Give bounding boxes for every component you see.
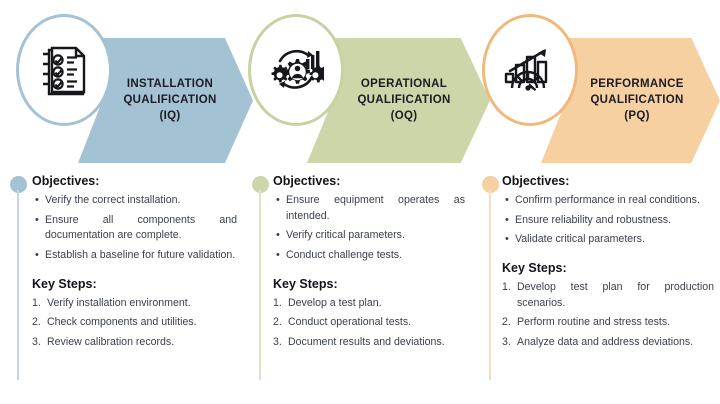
key-steps-section-pq: Key Steps: Develop test plan for product…: [502, 261, 714, 351]
stage-oq[interactable]: OPERATIONAL QUALIFICATION (OQ): [230, 0, 490, 170]
objectives-heading-pq: Objectives:: [502, 174, 570, 188]
objectives-section-iq: Objectives: Verify the correct installat…: [32, 174, 237, 264]
list-item: Develop a test plan.: [273, 296, 382, 311]
stage-iq[interactable]: INSTALLATION QUALIFICATION (IQ): [0, 0, 253, 170]
list-item: Analyze data and address deviations.: [502, 335, 694, 350]
bar-chart-gauge-growth-icon: [502, 44, 558, 96]
objectives-section-pq: Objectives: Confirm performance in real …: [502, 174, 714, 248]
list-item: Confirm performance in real conditions.: [502, 192, 714, 209]
list-item: Document results and deviations.: [273, 335, 445, 350]
pin-line-oq: [259, 190, 261, 380]
key-steps-heading-oq: Key Steps:: [273, 276, 338, 291]
list-item: Verify installation environment.: [32, 296, 191, 311]
qualification-details-band: Objectives: Verify the correct installat…: [0, 170, 720, 404]
pin-marker-pq: [482, 176, 499, 193]
stage-oq-icon-bubble: [248, 14, 344, 126]
list-item: Conduct operational tests.: [273, 315, 412, 330]
objectives-heading-iq: Objectives:: [32, 174, 100, 188]
details-column-pq: Objectives: Confirm performance in real …: [470, 170, 720, 404]
objectives-list-oq: Ensure equipment operates as intended. V…: [273, 192, 465, 264]
objectives-section-oq: Objectives: Ensure equipment operates as…: [273, 174, 465, 264]
pin-line-pq: [489, 190, 491, 380]
objectives-list-iq: Verify the correct installation. Ensure …: [32, 192, 237, 264]
key-steps-list-pq: Develop test plan for production scenari…: [502, 280, 714, 351]
key-steps-list-oq: Develop a test plan. Conduct operational…: [273, 296, 465, 351]
list-item: Establish a baseline for future validati…: [32, 247, 237, 264]
key-steps-heading-iq: Key Steps:: [32, 276, 97, 291]
qualification-stages-band: INSTALLATION QUALIFICATION (IQ): [0, 0, 720, 170]
stage-pq-icon-bubble: [482, 14, 578, 126]
stage-pq[interactable]: PERFORMANCE QUALIFICATION (PQ): [462, 0, 720, 170]
list-item: Ensure all components and documentation …: [32, 212, 237, 244]
key-steps-section-oq: Key Steps: Develop a test plan. Conduct …: [273, 277, 465, 351]
key-steps-list-iq: Verify installation environment. Check c…: [32, 296, 237, 351]
list-item: Perform routine and stress tests.: [502, 315, 671, 330]
pin-marker-iq: [10, 176, 27, 193]
gears-process-cycle-icon: [268, 43, 324, 97]
key-steps-section-iq: Key Steps: Verify installation environme…: [32, 277, 237, 351]
list-item: Ensure equipment operates as intended.: [273, 192, 465, 224]
pin-line-iq: [17, 190, 19, 380]
list-item: Verify critical parameters.: [273, 227, 465, 244]
list-item: Ensure reliability and robustness.: [502, 212, 714, 229]
details-column-iq: Objectives: Verify the correct installat…: [0, 170, 243, 404]
stage-iq-icon-bubble: [16, 14, 112, 126]
list-item: Check components and utilities.: [32, 315, 197, 330]
details-column-oq: Objectives: Ensure equipment operates as…: [243, 170, 470, 404]
list-item: Conduct challenge tests.: [273, 247, 465, 264]
pin-marker-oq: [252, 176, 269, 193]
details-body-pq: Objectives: Confirm performance in real …: [502, 170, 714, 351]
list-item: Review calibration records.: [32, 335, 175, 350]
details-body-oq: Objectives: Ensure equipment operates as…: [273, 170, 465, 351]
checklist-document-icon: [38, 42, 90, 98]
list-item: Develop test plan for production scenari…: [502, 280, 714, 309]
key-steps-heading-pq: Key Steps:: [502, 261, 567, 276]
objectives-list-pq: Confirm performance in real conditions. …: [502, 192, 714, 248]
objectives-heading-oq: Objectives:: [273, 174, 341, 188]
details-body-iq: Objectives: Verify the correct installat…: [32, 170, 237, 351]
list-item: Validate critical parameters.: [502, 231, 714, 248]
list-item: Verify the correct installation.: [32, 192, 237, 209]
